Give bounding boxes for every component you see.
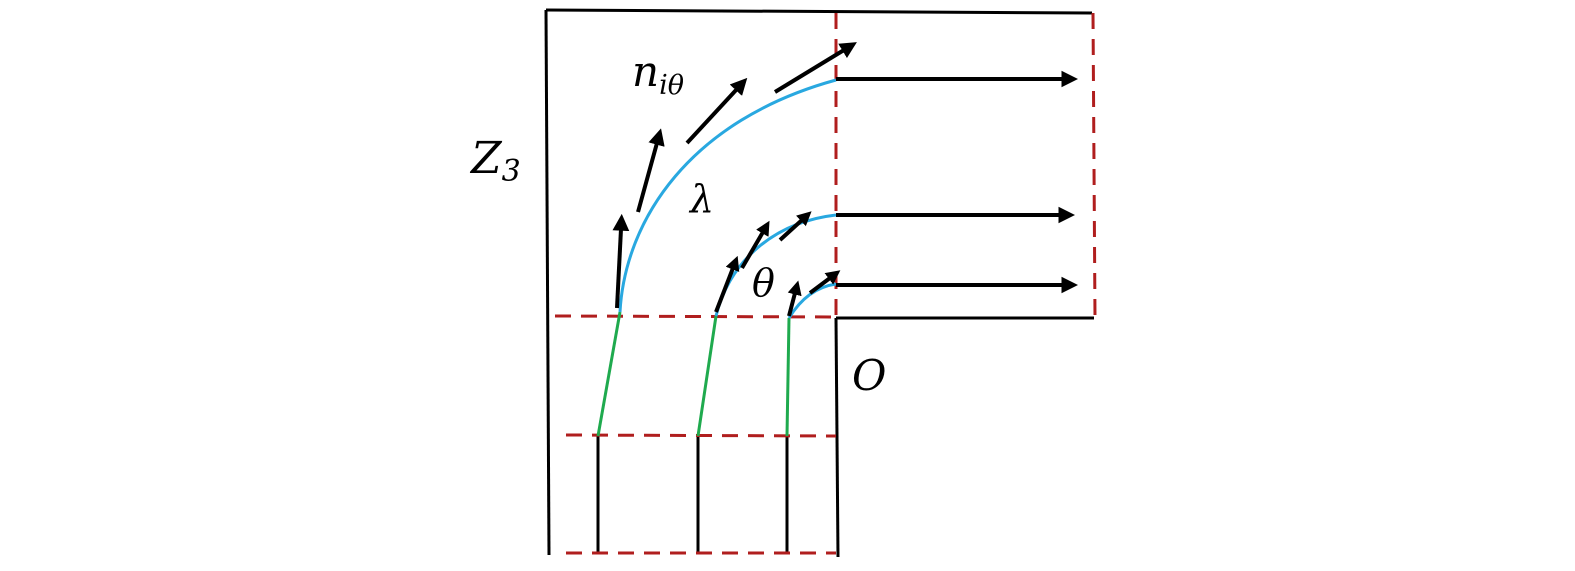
label-theta: θ — [752, 261, 775, 305]
outer-wall-top — [545, 8, 1093, 15]
inlet-streamline-3 — [785, 317, 791, 437]
normal-vectors — [612, 42, 857, 317]
label-z3-sub: 3 — [502, 154, 521, 189]
label-z3: Z3 — [469, 133, 521, 189]
exit-vectors — [836, 70, 1079, 294]
inlet-streamline-2 — [696, 315, 718, 437]
vector-outer-2 — [636, 128, 665, 213]
vector-middle-2 — [740, 220, 770, 270]
outer-wall-left — [544, 9, 551, 556]
label-origin: O — [852, 351, 886, 400]
inlet-streamline-1 — [596, 311, 622, 437]
dashed-line-upper — [554, 314, 837, 319]
curved-streamline-outer — [618, 78, 837, 313]
label-lambda: λ — [688, 177, 714, 221]
label-n-sub: iθ — [659, 70, 684, 101]
label-z3-main: Z — [469, 133, 503, 184]
vector-middle-3 — [778, 211, 812, 242]
vector-inner-2 — [808, 270, 841, 295]
curved-streamline-middle — [714, 213, 837, 317]
dashed-line-middle — [565, 433, 837, 438]
label-n-itheta: niθ — [632, 47, 684, 101]
inlet-streamlines — [596, 311, 791, 437]
vector-outer-3 — [685, 77, 748, 145]
curved-streamline-inner — [787, 282, 837, 319]
vector-outer-4 — [773, 42, 857, 94]
inner-wall-vertical — [834, 317, 840, 558]
label-n-main: n — [632, 47, 659, 96]
walls — [544, 8, 1094, 558]
dashed-line-vertical-exit — [1091, 12, 1097, 319]
vector-middle-1 — [714, 255, 740, 313]
vector-inner-1 — [787, 280, 802, 317]
vector-outer-1 — [612, 213, 630, 309]
